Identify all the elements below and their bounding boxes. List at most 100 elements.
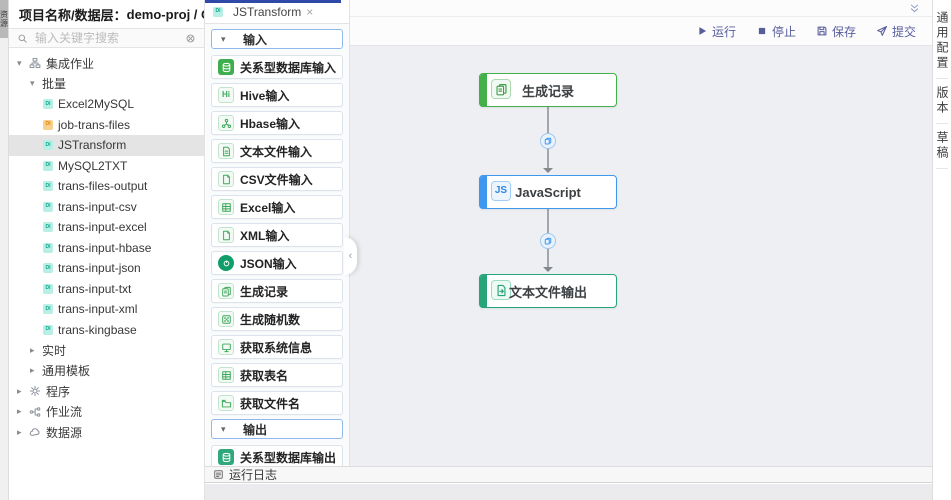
caret-icon[interactable]: ▸ (17, 426, 22, 437)
tree-item[interactable]: DI trans-kingbase (9, 320, 204, 341)
tree-item[interactable]: DI MySQL2TXT (9, 156, 204, 177)
tree-item[interactable]: ▾ 批量 (9, 74, 204, 95)
table-icon (218, 199, 234, 215)
palette-item-label: 生成记录 (240, 284, 289, 299)
tree-item-label: 通用模板 (42, 364, 91, 379)
submit-button[interactable]: 提交 (876, 23, 916, 40)
resource-strip-tab[interactable]: 资源 (0, 0, 9, 38)
palette-item[interactable]: 关系型数据库输出 (211, 445, 343, 469)
tree-item[interactable]: DI Excel2MySQL (9, 94, 204, 115)
hive-icon: Hi (218, 87, 234, 103)
palette-item[interactable]: JSON输入 (211, 251, 343, 275)
node-label: JavaScript (515, 184, 581, 200)
tab-version[interactable]: 版本 (935, 79, 949, 124)
section-header-input[interactable]: ▾ 输入 (211, 29, 343, 49)
hbase-icon (218, 115, 234, 131)
run-button[interactable]: 运行 (696, 23, 736, 40)
tree-item-label: trans-input-json (58, 261, 141, 276)
file-icon (218, 171, 234, 187)
save-button-label: 保存 (831, 24, 856, 39)
caret-icon[interactable]: ▸ (17, 406, 22, 417)
resource-strip: 资源 (0, 0, 9, 500)
tree-item[interactable]: DI job-trans-files (9, 115, 204, 136)
palette-item[interactable]: 获取表名 (211, 363, 343, 387)
search-bar (9, 28, 204, 48)
palette-input-list: 关系型数据库输入 Hi Hive输入 Hbase输入 文本文件输入 (211, 55, 343, 415)
sidebar-tree: ▾ 集成作业 ▾ 批量 DI Excel2MySQL (9, 53, 204, 443)
right-panel-tabs: 通用配置 版本 草稿 (932, 0, 951, 500)
palette-item[interactable]: Hi Hive输入 (211, 83, 343, 107)
palette-item-label: 获取系统信息 (240, 340, 313, 355)
palette-item[interactable]: XML输入 (211, 223, 343, 247)
palette-item[interactable]: 生成记录 (211, 279, 343, 303)
tree-item-label: trans-input-hbase (58, 240, 152, 255)
palette-item[interactable]: Excel输入 (211, 195, 343, 219)
canvas-header (350, 0, 932, 17)
flow-node[interactable]: JS JavaScript (479, 175, 617, 209)
tree-item[interactable]: DI trans-input-hbase (9, 238, 204, 259)
tree-item[interactable]: DI trans-input-xml (9, 299, 204, 320)
file-out-icon (491, 280, 511, 300)
palette-item[interactable]: 生成随机数 (211, 307, 343, 331)
tab-draft[interactable]: 草稿 (935, 124, 949, 169)
stop-button[interactable]: 停止 (756, 23, 796, 40)
palette-item[interactable]: 文本文件输入 (211, 139, 343, 163)
tree-item[interactable]: DI trans-input-json (9, 258, 204, 279)
save-button[interactable]: 保存 (816, 23, 856, 40)
copy-icon (544, 237, 552, 245)
tree-item[interactable]: ▸ 实时 (9, 340, 204, 361)
palette-item[interactable]: 关系型数据库输入 (211, 55, 343, 79)
caret-icon[interactable]: ▸ (17, 385, 22, 396)
palette-item[interactable]: Hbase输入 (211, 111, 343, 135)
flow-node[interactable]: 文本文件输出 (479, 274, 617, 308)
step-palette: DI JSTransform × ▾ 输入 关系型数据库输入 Hi (205, 0, 350, 469)
close-icon[interactable]: × (306, 4, 314, 19)
palette-item[interactable]: CSV文件输入 (211, 167, 343, 191)
caret-icon[interactable]: ▸ (30, 365, 35, 376)
canvas-body[interactable]: 生成记录 JS JavaScript 文本文件输出 (350, 46, 932, 465)
tree-item[interactable]: ▸ 作业流 (9, 402, 204, 423)
connector-hop-badge[interactable] (540, 233, 556, 249)
project-title-value: demo-proj / ODS (126, 6, 204, 22)
flow-node[interactable]: 生成记录 (479, 73, 617, 107)
tree-item[interactable]: ▸ 通用模板 (9, 361, 204, 382)
sitemap-icon (29, 57, 41, 69)
tree-item[interactable]: DI trans-files-output (9, 176, 204, 197)
di-teal-badge: DI (43, 304, 53, 315)
palette-content: ▾ 输入 关系型数据库输入 Hi Hive输入 (205, 24, 349, 469)
json-icon (218, 255, 234, 271)
palette-item[interactable]: 获取系统信息 (211, 335, 343, 359)
connector-hop-badge[interactable] (540, 133, 556, 149)
palette-collapse-handle[interactable]: ‹ (344, 237, 357, 275)
tree-item-label: trans-input-txt (58, 281, 132, 296)
connector-arrow (543, 267, 553, 272)
tree-item[interactable]: ▾ 集成作业 (9, 53, 204, 74)
caret-icon[interactable]: ▾ (30, 78, 35, 89)
tree-item-label: JSTransform (58, 138, 127, 153)
palette-item-label: Excel输入 (240, 200, 296, 215)
tree-item[interactable]: DI JSTransform (9, 135, 204, 156)
tree-item-label: trans-input-csv (58, 199, 137, 214)
tree-item[interactable]: DI trans-input-excel (9, 217, 204, 238)
crosshair-icon[interactable] (185, 33, 196, 44)
search-input[interactable] (33, 30, 180, 46)
tree-item[interactable]: DI trans-input-txt (9, 279, 204, 300)
section-header-output[interactable]: ▾ 输出 (211, 419, 343, 439)
chevrons-down-icon[interactable] (909, 3, 920, 14)
palette-item[interactable]: 获取文件名 (211, 391, 343, 415)
tree-item[interactable]: DI trans-input-csv (9, 197, 204, 218)
tree-item-label: trans-kingbase (58, 322, 137, 337)
caret-down-icon: ▾ (221, 33, 226, 44)
tree-item[interactable]: ▸ 数据源 (9, 422, 204, 443)
di-orange-badge: DI (43, 119, 53, 130)
tab-general-config[interactable]: 通用配置 (935, 4, 949, 79)
caret-icon[interactable]: ▾ (17, 57, 22, 68)
active-tab-indicator (205, 0, 341, 3)
di-teal-badge: DI (43, 263, 53, 274)
tree-item[interactable]: ▸ 程序 (9, 381, 204, 402)
run-log-bar[interactable]: 运行日志 (205, 466, 932, 483)
records-icon (491, 79, 511, 99)
tab-jstransform[interactable]: JSTransform (233, 4, 302, 19)
caret-icon[interactable]: ▸ (30, 344, 35, 355)
run-log-label: 运行日志 (229, 468, 278, 482)
